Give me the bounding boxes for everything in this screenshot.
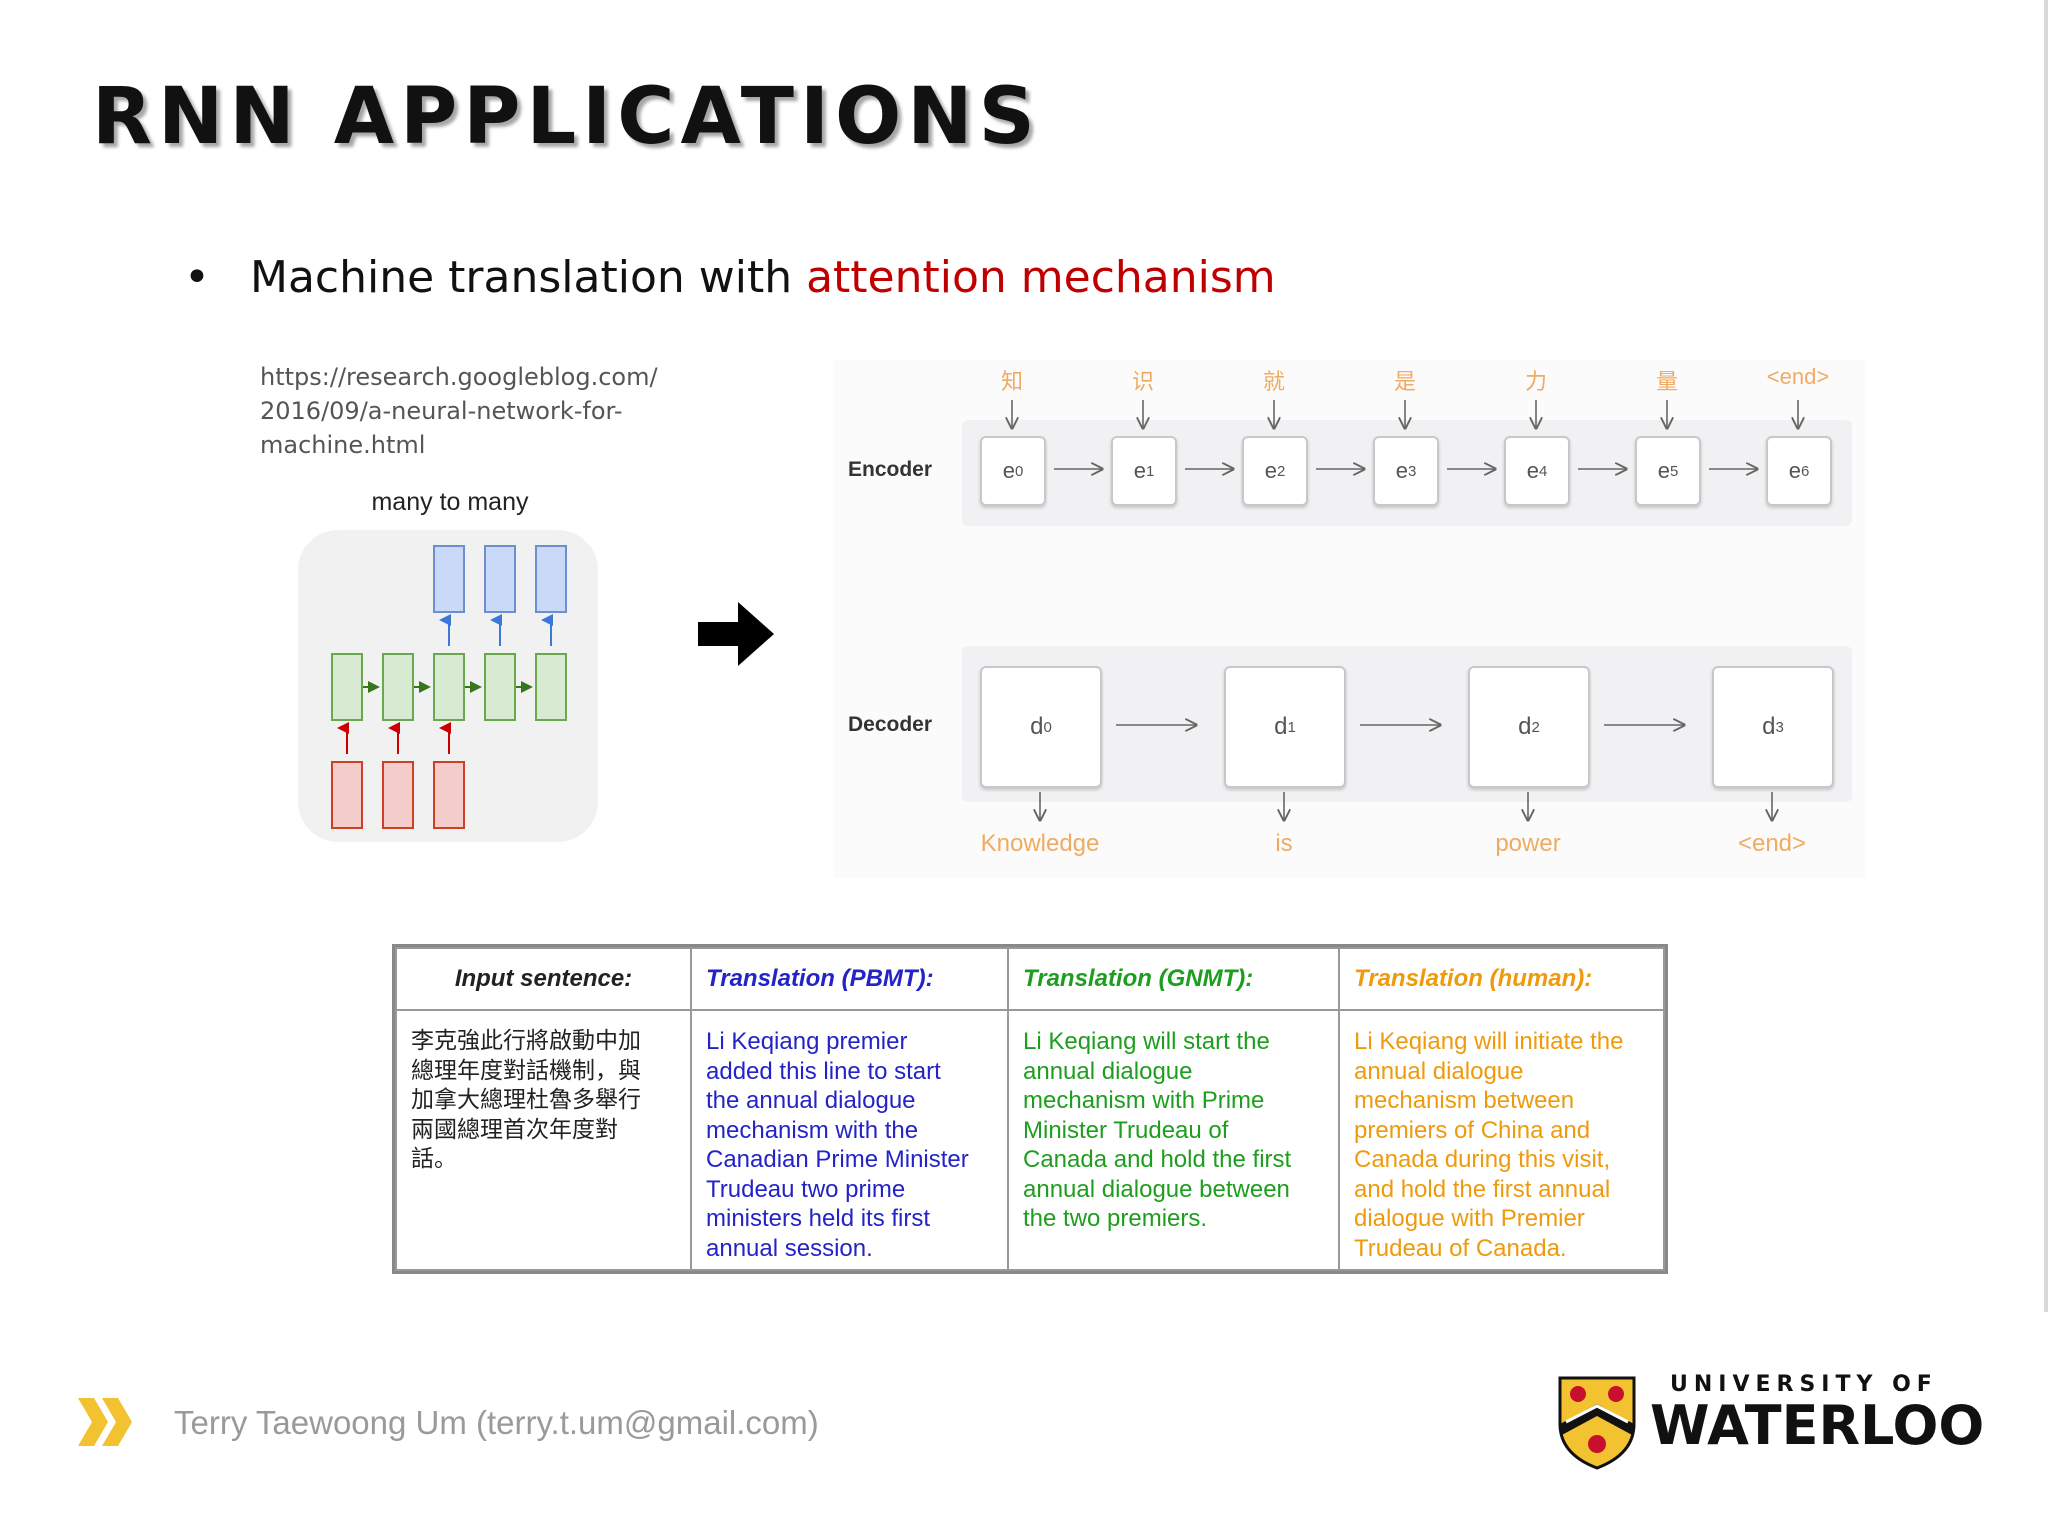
rnn-diagram-label: many to many [371, 488, 529, 516]
translation-table: Input sentence: Translation (PBMT): Tran… [392, 944, 1668, 1274]
source-url: https://research.googleblog.com/ 2016/09… [260, 363, 658, 459]
decoder-label: Decoder [848, 713, 933, 736]
input-token: 识 [1131, 370, 1154, 395]
output-token: Knowledge [980, 830, 1100, 857]
hidden-boxes [331, 653, 567, 721]
input-token: <end> [1766, 364, 1830, 389]
output-boxes [433, 545, 567, 613]
input-token: 是 [1393, 370, 1416, 395]
slide-title: RNN APPLICATIONS [92, 72, 1041, 162]
input-token: 力 [1524, 370, 1547, 395]
right-arrow-icon [698, 602, 774, 666]
header-input: Input sentence: [395, 947, 692, 1011]
cell-input: 李克強此行將啟動中加總理年度對話機制，與加拿大總理杜魯多舉行兩國總理首次年度對話… [395, 1009, 692, 1271]
input-token: 就 [1262, 370, 1285, 395]
bullet-text: Machine translation with [250, 252, 807, 303]
input-token: 知 [1000, 370, 1023, 395]
rnn-many-to-many-diagram [331, 545, 567, 829]
encoder-label: Encoder [848, 458, 933, 481]
rnn-diagram-panel [298, 530, 598, 842]
input-boxes [331, 761, 465, 829]
table-row: 李克強此行將啟動中加總理年度對話機制，與加拿大總理杜魯多舉行兩國總理首次年度對話… [395, 1009, 1665, 1271]
bullet-item: • Machine translation with attention mech… [184, 252, 1276, 303]
logo-university-of: UNIVERSITY OF [1670, 1372, 1938, 1397]
bullet-dot: • [184, 252, 210, 303]
header-human: Translation (human): [1338, 947, 1665, 1011]
output-token: <end> [1737, 830, 1807, 857]
header-gnmt: Translation (GNMT): [1007, 947, 1340, 1011]
output-token: is [1275, 830, 1293, 857]
table-header-row: Input sentence: Translation (PBMT): Tran… [395, 947, 1665, 1011]
university-crest-icon [1558, 1376, 1636, 1470]
footer-author: Terry Taewoong Um (terry.t.um@gmail.com) [174, 1404, 819, 1441]
chevron-right-icon [78, 1398, 132, 1446]
decoder-band [962, 646, 1852, 802]
slide-edge [2044, 0, 2048, 1312]
bullet-highlight: attention mechanism [806, 252, 1276, 303]
header-pbmt: Translation (PBMT): [690, 947, 1009, 1011]
logo-waterloo: WATERLOO [1650, 1394, 1985, 1457]
output-token: power [1495, 830, 1561, 857]
input-token: 量 [1655, 370, 1678, 395]
